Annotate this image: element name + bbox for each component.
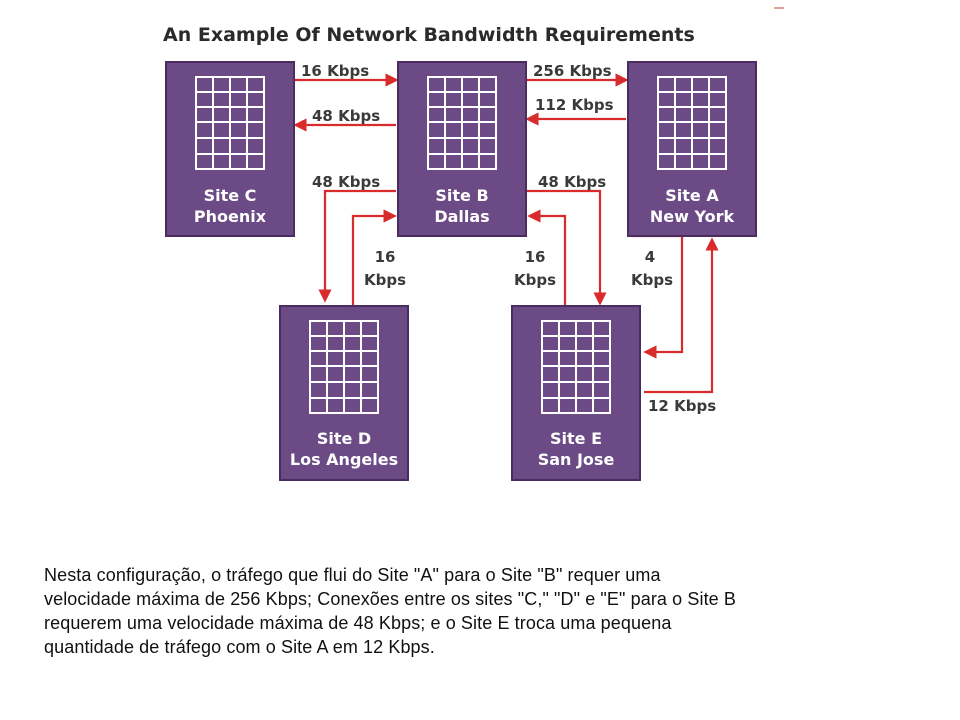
link-e-to-b <box>527 209 567 305</box>
server-grid-icon <box>195 76 265 170</box>
site-b-name: Site B <box>435 186 488 205</box>
site-c-node: Site C Phoenix <box>165 61 295 237</box>
site-b-node: Site B Dallas <box>397 61 527 237</box>
link-d-to-b-path <box>351 209 397 305</box>
server-grid-icon <box>427 76 497 170</box>
site-a-city: New York <box>650 207 735 226</box>
label-a-to-e-value: 4 <box>645 248 655 266</box>
server-grid-icon <box>541 320 611 414</box>
site-b-city: Dallas <box>434 207 489 226</box>
link-b-to-d <box>318 189 396 303</box>
server-grid-icon <box>309 320 379 414</box>
site-e-city: San Jose <box>538 450 615 469</box>
label-a-to-e-unit: Kbps <box>631 271 673 289</box>
server-grid-icon <box>657 76 727 170</box>
label-b-to-c: 48 Kbps <box>312 107 380 125</box>
label-b-to-d: 48 Kbps <box>312 173 380 191</box>
link-e-to-a <box>644 237 719 394</box>
site-a-name: Site A <box>665 186 719 205</box>
label-b-to-a: 256 Kbps <box>533 62 612 80</box>
label-e-to-a: 12 Kbps <box>648 397 716 415</box>
label-a-to-b: 112 Kbps <box>535 96 614 114</box>
network-bandwidth-diagram: An Example Of Network Bandwidth Requirem… <box>163 7 784 481</box>
label-c-to-b: 16 Kbps <box>301 62 369 80</box>
site-e-name: Site E <box>550 429 602 448</box>
site-d-name: Site D <box>317 429 371 448</box>
label-e-to-b-value: 16 <box>525 248 546 266</box>
diagram-caption: Nesta configuração, o tráfego que flui d… <box>44 565 736 657</box>
label-b-to-e: 48 Kbps <box>538 173 606 191</box>
site-d-city: Los Angeles <box>290 450 398 469</box>
site-c-city: Phoenix <box>194 207 267 226</box>
site-d-node: Site D Los Angeles <box>279 305 409 481</box>
link-b-to-e <box>526 189 607 306</box>
label-d-to-b-value: 16 <box>375 248 396 266</box>
label-e-to-b-unit: Kbps <box>514 271 556 289</box>
label-d-to-b-unit: Kbps <box>364 271 406 289</box>
diagram-title: An Example Of Network Bandwidth Requirem… <box>163 24 695 46</box>
site-e-node: Site E San Jose <box>511 305 641 481</box>
site-a-node: Site A New York <box>627 61 757 237</box>
site-c-name: Site C <box>204 186 257 205</box>
